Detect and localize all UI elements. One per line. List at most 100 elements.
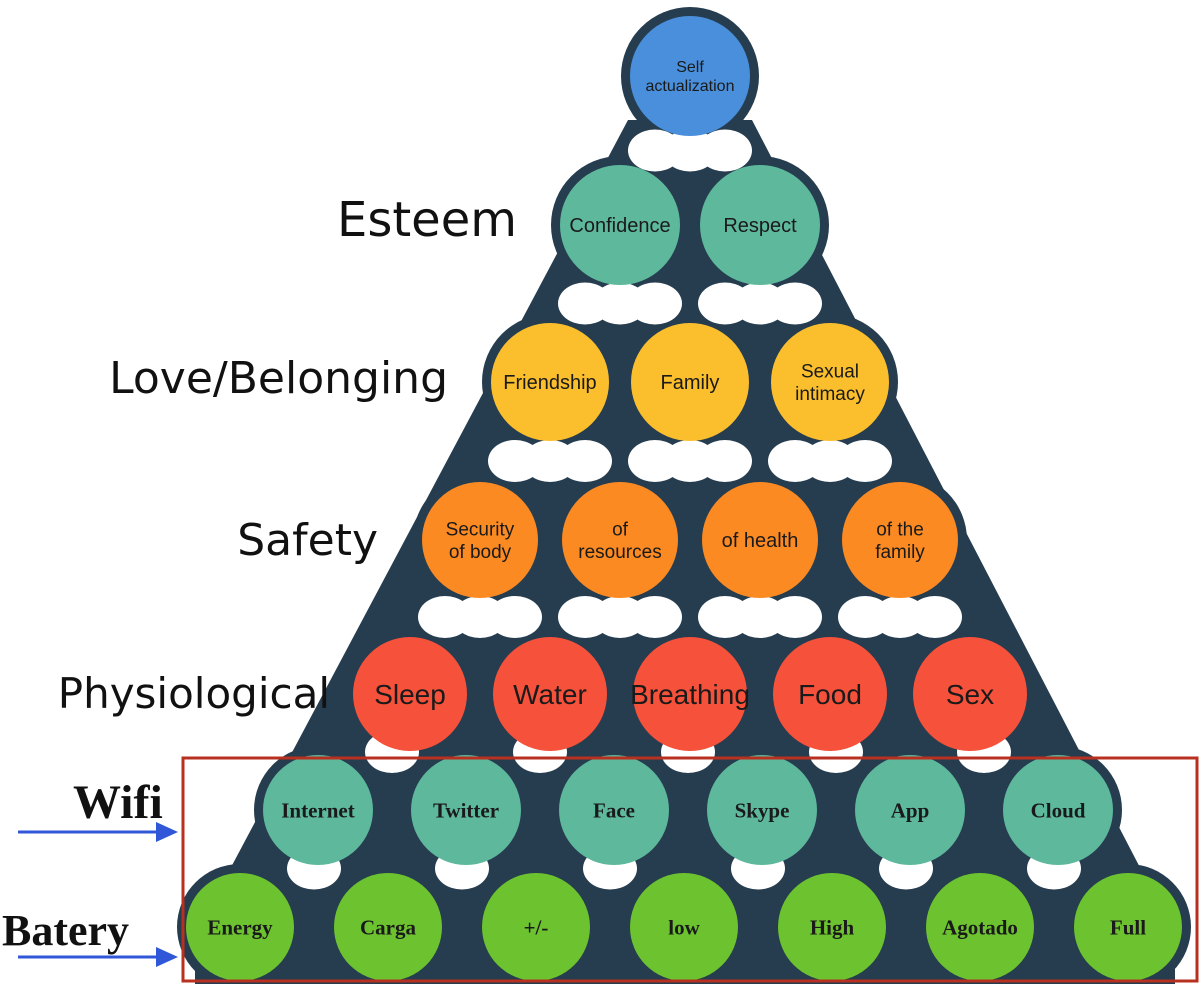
node-twitter: Twitter: [411, 755, 521, 865]
node-high: High: [778, 873, 886, 981]
node-circle: [559, 755, 669, 865]
node-cloud: Cloud: [1003, 755, 1113, 865]
node-carga: Carga: [334, 873, 442, 981]
node-respect: Respect: [700, 165, 820, 285]
battery-label: Batery: [2, 906, 129, 955]
node-app: App: [855, 755, 965, 865]
node-label: Friendship: [503, 372, 596, 394]
node-circle: [1003, 755, 1113, 865]
physiological-label: Physiological: [58, 669, 330, 718]
network-hole: [768, 282, 822, 325]
network-hole: [698, 596, 752, 638]
node-label: +/-: [524, 915, 549, 939]
node-label: Face: [593, 798, 635, 822]
node-self-actualization: Self actualization: [630, 16, 750, 136]
node-skype: Skype: [707, 755, 817, 865]
node-water: Water: [493, 637, 607, 751]
network-hole: [558, 596, 612, 638]
node-circle: [334, 873, 442, 981]
node-circle: [560, 165, 680, 285]
label-layer: Esteem Love/Belonging Safety Physiologic…: [2, 192, 517, 955]
wifi-label: Wifi: [73, 776, 163, 829]
node-energy: Energy: [186, 873, 294, 981]
node-label: Security: [446, 519, 515, 540]
node-circle: [702, 482, 818, 598]
node-food: Food: [773, 637, 887, 751]
network-hole: [628, 282, 682, 325]
network-hole: [558, 440, 612, 482]
node-label: Sexual: [801, 361, 859, 382]
battery-arrow-head: [156, 947, 178, 967]
annotation-layer: [18, 756, 1199, 983]
network-hole: [698, 282, 752, 325]
node-breathing: Breathing: [630, 637, 750, 751]
node-full: Full: [1074, 873, 1182, 981]
node-label: Sleep: [374, 679, 446, 710]
node-circle: [263, 755, 373, 865]
safety-label: Safety: [237, 515, 378, 566]
node-confidence: Confidence: [560, 165, 680, 285]
node-label: of: [612, 519, 629, 540]
node-internet: Internet: [263, 755, 373, 865]
node-circle: [186, 873, 294, 981]
network-hole: [698, 129, 752, 172]
node-label: Full: [1110, 915, 1146, 939]
node-circle: [707, 755, 817, 865]
node-circle: [493, 637, 607, 751]
node-sleep: Sleep: [353, 637, 467, 751]
node-face: Face: [559, 755, 669, 865]
node-circle: [1074, 873, 1182, 981]
node-circle: [411, 755, 521, 865]
network-hole: [768, 440, 822, 482]
node-label: family: [875, 542, 925, 563]
node-circle: [700, 165, 820, 285]
network-hole: [628, 596, 682, 638]
network-hole: [838, 596, 892, 638]
node-label: of the: [876, 519, 924, 540]
node-: +/-: [482, 873, 590, 981]
node-label: Water: [513, 679, 587, 710]
network-hole: [418, 596, 472, 638]
node-circle: [630, 873, 738, 981]
node-label: Breathing: [630, 679, 750, 710]
wifi-arrow-head: [156, 822, 178, 842]
node-label: low: [668, 915, 700, 939]
node-label: Self: [676, 59, 704, 76]
network-hole: [558, 282, 612, 325]
node-label: Family: [661, 372, 720, 394]
node-label: of body: [449, 542, 512, 563]
node-label: resources: [578, 542, 661, 563]
node-low: low: [630, 873, 738, 981]
node-label: App: [891, 798, 930, 822]
network-hole: [488, 596, 542, 638]
node-label: Energy: [207, 915, 273, 939]
node-circle: [562, 482, 678, 598]
node-friendship: Friendship: [491, 323, 609, 441]
node-agotado: Agotado: [926, 873, 1034, 981]
node-circle: [771, 323, 889, 441]
node-circle: [353, 637, 467, 751]
node-circle: [482, 873, 590, 981]
node-label: Food: [798, 679, 862, 710]
node-circle: [926, 873, 1034, 981]
node-label: intimacy: [795, 384, 865, 405]
love-belonging-label: Love/Belonging: [109, 353, 448, 404]
network-hole: [838, 440, 892, 482]
node-circle: [913, 637, 1027, 751]
node-label: actualization: [646, 78, 735, 95]
node-circle: [422, 482, 538, 598]
node-circle: [855, 755, 965, 865]
node-label: Agotado: [942, 915, 1018, 939]
node-circle: [631, 323, 749, 441]
node-circle: [633, 637, 747, 751]
network-hole: [908, 596, 962, 638]
node-circle: [630, 16, 750, 136]
node-label: Cloud: [1031, 798, 1086, 822]
network-hole: [698, 440, 752, 482]
node-circle: [778, 873, 886, 981]
